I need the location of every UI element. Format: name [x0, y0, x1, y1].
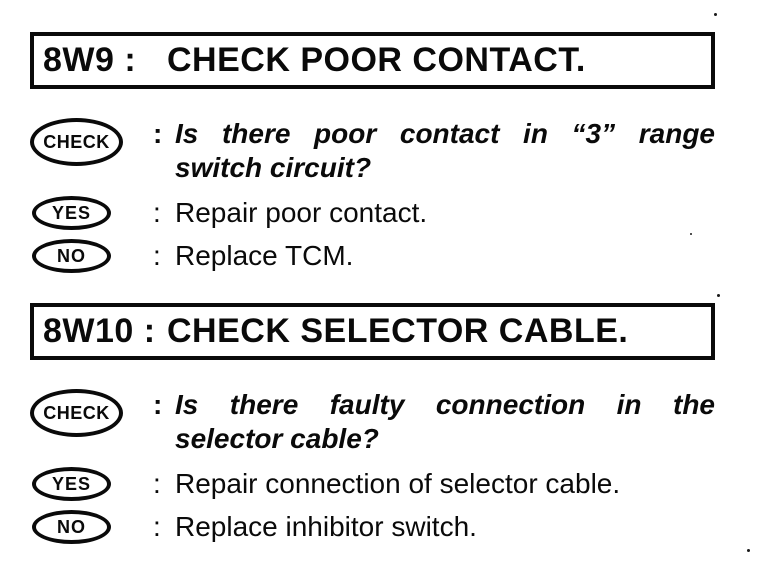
- no-instruction: Replace inhibitor switch.: [175, 511, 477, 542]
- yes-instruction: Repair connection of selector cable.: [175, 468, 621, 499]
- scan-speck: [714, 13, 717, 16]
- step-title: CHECK SELECTOR CABLE.: [167, 312, 629, 350]
- check-row: CHECK : Is there poor contact in “3” ran…: [30, 117, 715, 185]
- no-row: NO : Replace inhibitor switch.: [30, 510, 715, 544]
- yes-row: YES : Repair poor contact.: [30, 196, 715, 230]
- no-badge: NO: [32, 239, 111, 273]
- section-8w10: 8W10 : CHECK SELECTOR CABLE. CHECK : Is …: [30, 303, 715, 544]
- badge-cell: NO: [30, 510, 153, 544]
- step-code: 8W9 :: [43, 41, 137, 79]
- question-line-2: selector cable?: [175, 423, 379, 454]
- colon-separator: :: [153, 240, 161, 271]
- step-title: CHECK POOR CONTACT.: [167, 41, 586, 79]
- question-line-1: Is there poor contact in “3” range: [175, 118, 715, 149]
- no-badge: NO: [32, 510, 111, 544]
- badge-cell: CHECK: [30, 388, 153, 437]
- badge-cell: YES: [30, 196, 153, 230]
- yes-badge: YES: [32, 467, 111, 501]
- badge-cell: NO: [30, 239, 153, 273]
- colon-separator: :: [153, 468, 161, 499]
- check-badge: CHECK: [30, 118, 123, 166]
- badge-cell: CHECK: [30, 117, 153, 166]
- colon-separator: :: [153, 118, 163, 149]
- step-header-box-8w9: 8W9 : CHECK POOR CONTACT.: [30, 32, 715, 89]
- check-row: CHECK : Is there faulty connection in th…: [30, 388, 715, 456]
- colon-separator: :: [153, 197, 161, 228]
- yes-row: YES : Repair connection of selector cabl…: [30, 467, 715, 501]
- scan-speck: [747, 549, 750, 552]
- check-question: Is there faulty connection in the select…: [175, 388, 715, 456]
- badge-cell: YES: [30, 467, 153, 501]
- yes-badge: YES: [32, 196, 111, 230]
- manual-page: 8W9 : CHECK POOR CONTACT. CHECK : Is the…: [30, 32, 715, 553]
- check-badge: CHECK: [30, 389, 123, 437]
- colon-separator: :: [153, 511, 161, 542]
- section-8w9: 8W9 : CHECK POOR CONTACT. CHECK : Is the…: [30, 32, 715, 273]
- no-row: NO : Replace TCM.: [30, 239, 715, 273]
- check-question: Is there poor contact in “3” range switc…: [175, 117, 715, 185]
- scan-speck: [690, 233, 692, 235]
- yes-instruction: Repair poor contact.: [175, 197, 428, 228]
- colon-separator: :: [153, 389, 163, 420]
- question-line-2: switch circuit?: [175, 152, 372, 183]
- scan-speck: [717, 294, 720, 297]
- step-header-box-8w10: 8W10 : CHECK SELECTOR CABLE.: [30, 303, 715, 360]
- question-line-1: Is there faulty connection in the: [175, 389, 715, 420]
- step-code: 8W10 :: [43, 312, 156, 350]
- no-instruction: Replace TCM.: [175, 240, 354, 271]
